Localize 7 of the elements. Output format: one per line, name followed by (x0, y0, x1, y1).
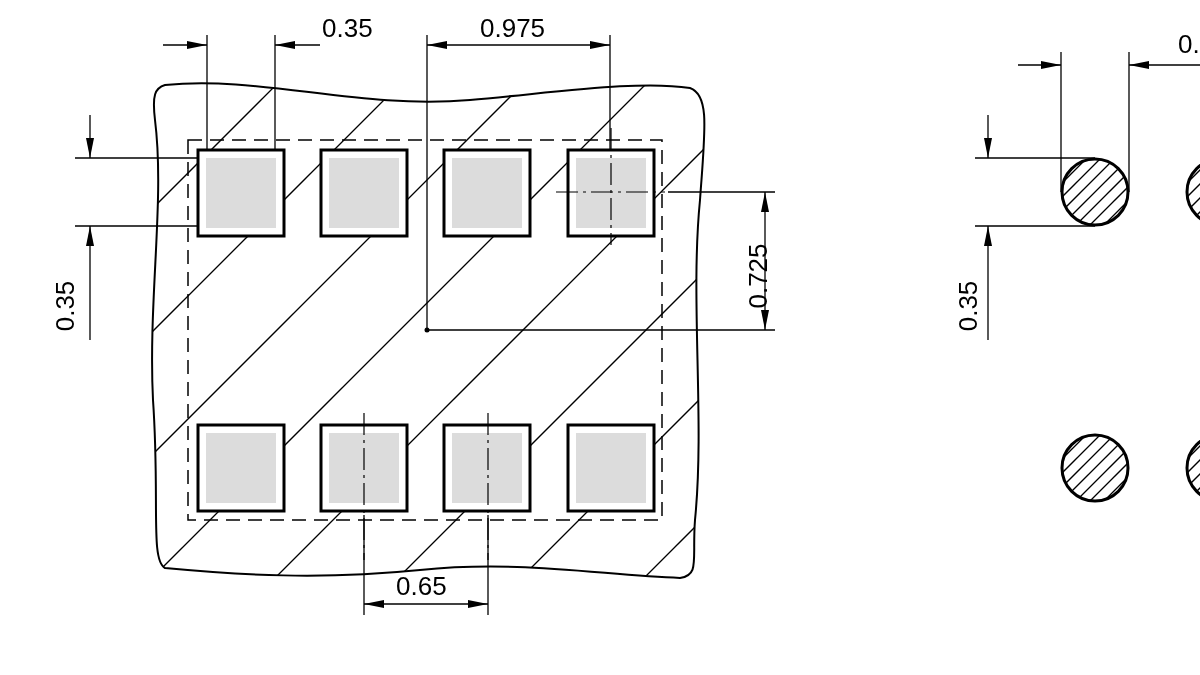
dimension-label: 0.975 (480, 14, 546, 42)
dimension-label: 0.725 (743, 243, 772, 309)
dimension-label: 0. (1178, 30, 1200, 58)
dimension-label: 0.35 (954, 280, 983, 332)
dimension-label: 0.65 (396, 572, 447, 600)
dimension-label: 0.35 (322, 14, 373, 42)
dimension-label: 0.35 (51, 280, 80, 332)
